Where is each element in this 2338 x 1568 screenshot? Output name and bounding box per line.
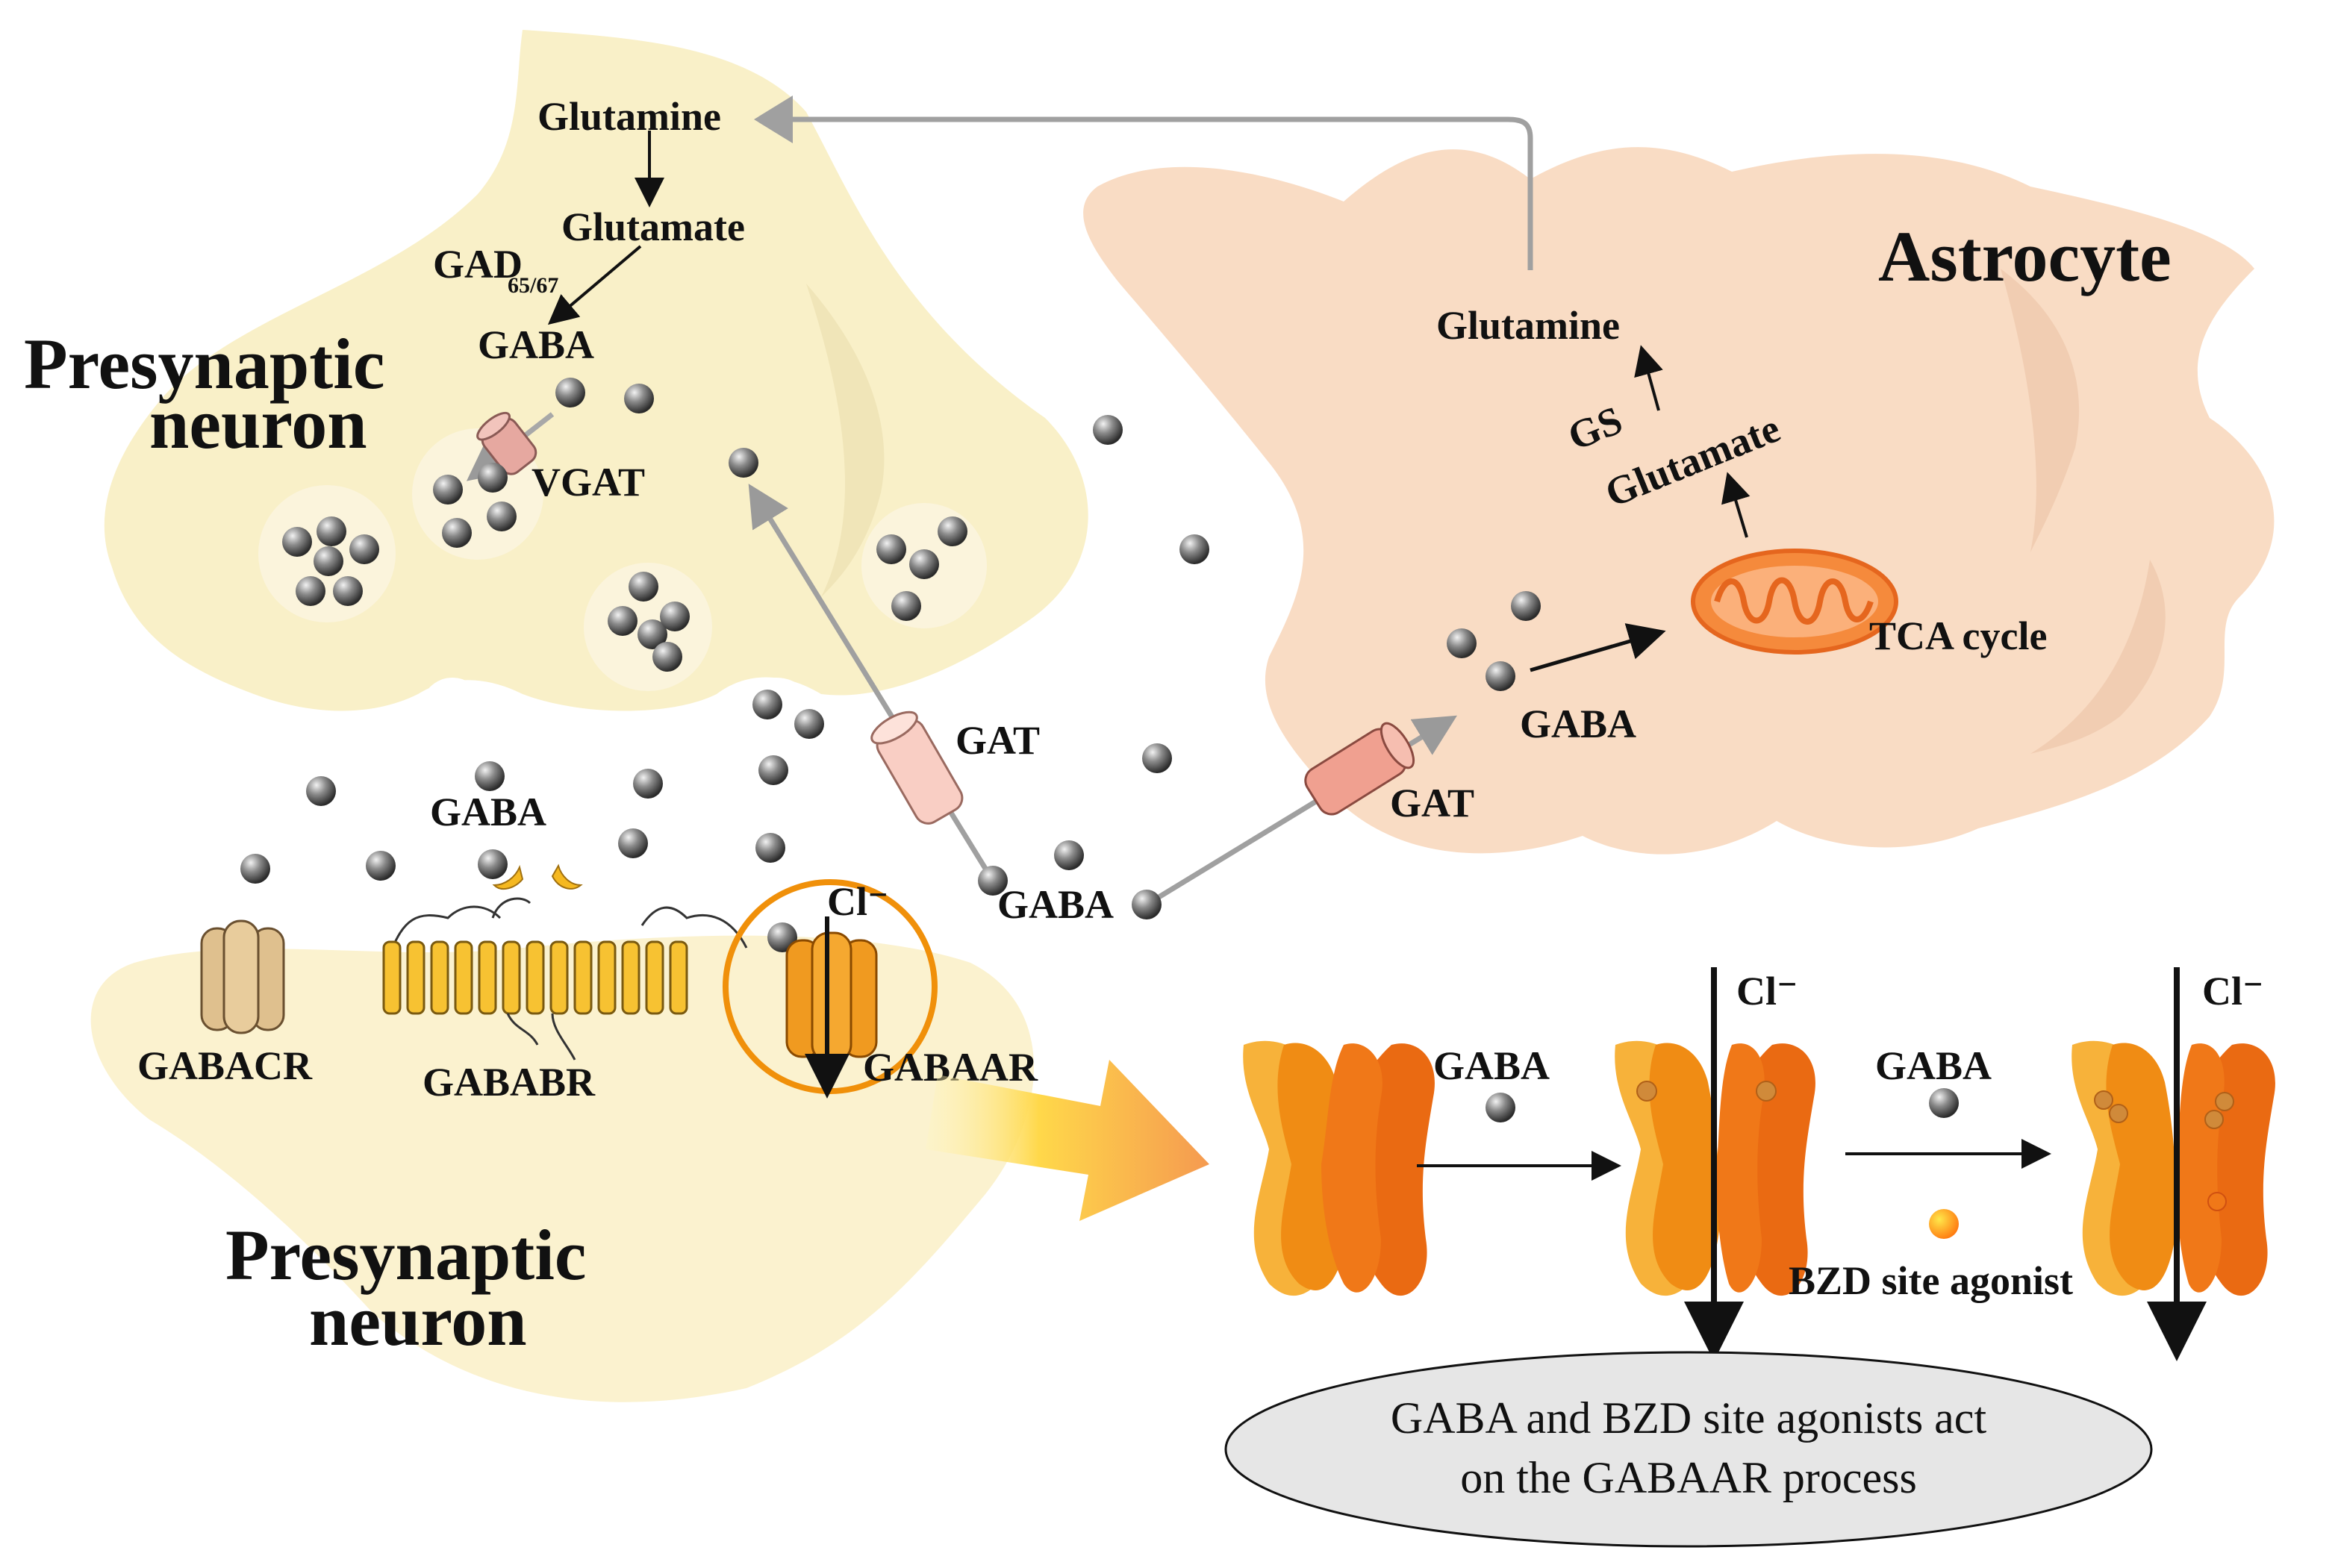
label-gababr: GABABR bbox=[423, 1060, 596, 1105]
gaba-molecule bbox=[794, 709, 824, 739]
gat-neuron-path bbox=[748, 484, 995, 882]
gaba-molecule bbox=[433, 475, 463, 505]
gaba-molecule bbox=[938, 516, 967, 546]
arrow-gaba-to-tca bbox=[1530, 623, 1666, 672]
gaba-molecule bbox=[755, 833, 785, 863]
gabaar-state-closed bbox=[1243, 1040, 1435, 1296]
gaba-molecule bbox=[333, 576, 363, 606]
gabaar-state-gaba-bound bbox=[1615, 1040, 1815, 1296]
gaba-molecule bbox=[1447, 628, 1477, 658]
gaba-molecule bbox=[478, 463, 508, 493]
label-glutamine-astro: Glutamine bbox=[1436, 303, 1620, 348]
label-gad: GAD bbox=[433, 242, 523, 287]
gaba-molecule bbox=[608, 606, 638, 636]
label-glutamine-neuron: Glutamine bbox=[537, 94, 721, 139]
label-gaba-cleft-left: GABA bbox=[430, 790, 546, 834]
gaba-molecule-process-1 bbox=[1486, 1093, 1515, 1122]
label-tca-cycle: TCA cycle bbox=[1869, 613, 2047, 658]
caption-line1: GABA and BZD site agonists act bbox=[1391, 1393, 1987, 1443]
bzd-agonist-molecule bbox=[1929, 1209, 1959, 1239]
astrocyte-shading-1 bbox=[2001, 269, 2080, 552]
gaba-molecule bbox=[752, 690, 782, 719]
gaba-molecule bbox=[282, 527, 312, 557]
gaba-molecule-process-2 bbox=[1929, 1088, 1959, 1118]
gaba-molecules bbox=[240, 378, 1541, 952]
gaba-molecule bbox=[442, 518, 472, 548]
gabaar-receptor bbox=[785, 931, 878, 1063]
presynaptic-bottom-title-line2: neuron bbox=[309, 1281, 527, 1361]
presynaptic-top-title-line1: Presynaptic bbox=[24, 324, 385, 404]
gaba-molecule bbox=[729, 448, 758, 478]
gaba-molecule bbox=[487, 502, 517, 531]
glutamine-return-arrowhead bbox=[754, 96, 793, 143]
gaba-molecule bbox=[891, 591, 921, 621]
gaba-molecule bbox=[618, 828, 648, 858]
label-gad-subscript: 65/67 bbox=[508, 273, 558, 298]
gaba-molecule bbox=[1132, 890, 1162, 919]
mitochondrion bbox=[1691, 549, 1898, 655]
gaba-molecule bbox=[478, 849, 508, 879]
label-gat-cleft: GAT bbox=[956, 718, 1040, 763]
astrocyte-title: Astrocyte bbox=[1878, 216, 2172, 296]
gaba-molecule bbox=[296, 576, 325, 606]
gaba-molecule bbox=[1179, 534, 1209, 564]
astrocyte-body bbox=[1083, 147, 2275, 855]
arrow-glutamate-to-gaba bbox=[547, 245, 642, 325]
label-gat-astro: GAT bbox=[1390, 781, 1474, 825]
label-cl-small: Cl⁻ bbox=[827, 879, 889, 924]
label-cl-process-1: Cl⁻ bbox=[1736, 969, 1798, 1013]
label-gabacr: GABACR bbox=[137, 1043, 313, 1088]
gaba-molecule bbox=[629, 572, 658, 602]
gaba-molecule bbox=[240, 854, 270, 884]
neuron-shading bbox=[806, 284, 885, 597]
gaba-molecule bbox=[317, 516, 346, 546]
gaba-molecule bbox=[314, 546, 343, 576]
label-glutamate-neuron: Glutamate bbox=[561, 204, 745, 249]
gaba-molecule bbox=[660, 602, 690, 631]
presynaptic-bottom-title-line1: Presynaptic bbox=[225, 1215, 587, 1295]
label-gaba-process-2: GABA bbox=[1875, 1043, 1992, 1088]
zoom-arrow bbox=[926, 1060, 1209, 1221]
gaba-molecule bbox=[306, 776, 336, 806]
label-bzd-site-agonist: BZD site agonist bbox=[1789, 1258, 2073, 1303]
gaba-molecule bbox=[624, 384, 654, 413]
gaba-molecule bbox=[876, 534, 906, 564]
gat-transporter-neuron bbox=[870, 710, 964, 825]
gaba-molecule bbox=[349, 534, 379, 564]
gababr-receptor bbox=[382, 863, 748, 1061]
astrocyte-shading-2 bbox=[2030, 560, 2166, 754]
gaba-molecule bbox=[758, 755, 788, 785]
label-cl-process-2: Cl⁻ bbox=[2202, 969, 2264, 1013]
gaba-molecule bbox=[1093, 415, 1123, 445]
arrow-glutamate-to-glutamine bbox=[1634, 345, 1663, 411]
label-vgat: VGAT bbox=[531, 460, 645, 505]
gaba-molecule bbox=[475, 761, 505, 791]
glutamine-return-arrow bbox=[784, 116, 1533, 270]
gaba-molecule bbox=[1054, 840, 1084, 870]
gaba-molecule bbox=[555, 378, 585, 407]
gaba-molecule bbox=[978, 866, 1008, 896]
gaba-molecule bbox=[909, 549, 939, 579]
arrow-tca-to-glutamate bbox=[1721, 472, 1751, 538]
caption-ellipse bbox=[1224, 1351, 2153, 1548]
gaba-molecule bbox=[638, 619, 667, 649]
docking-vesicle bbox=[421, 678, 484, 740]
label-gaba-astro: GABA bbox=[1520, 702, 1636, 746]
gaba-molecule bbox=[1511, 591, 1541, 621]
vgat-transporter bbox=[476, 411, 537, 475]
gaba-molecule bbox=[652, 642, 682, 672]
presynaptic-top-title-line2: neuron bbox=[149, 384, 367, 463]
gabaar-state-gaba-bzd-bound bbox=[2072, 1040, 2275, 1296]
label-gaba-neuron: GABA bbox=[478, 322, 594, 367]
gaba-molecule bbox=[1486, 661, 1515, 691]
gabacr-receptor bbox=[200, 919, 285, 1034]
label-gaba-cleft-right: GABA bbox=[997, 882, 1114, 927]
gaba-molecule bbox=[633, 769, 663, 799]
gaba-molecule bbox=[366, 851, 396, 881]
gaba-molecule bbox=[1142, 743, 1172, 773]
gat-transporter-astrocyte bbox=[1304, 722, 1415, 816]
label-gaba-process-1: GABA bbox=[1433, 1043, 1550, 1088]
caption-line2: on the GABAAR process bbox=[1460, 1453, 1917, 1502]
